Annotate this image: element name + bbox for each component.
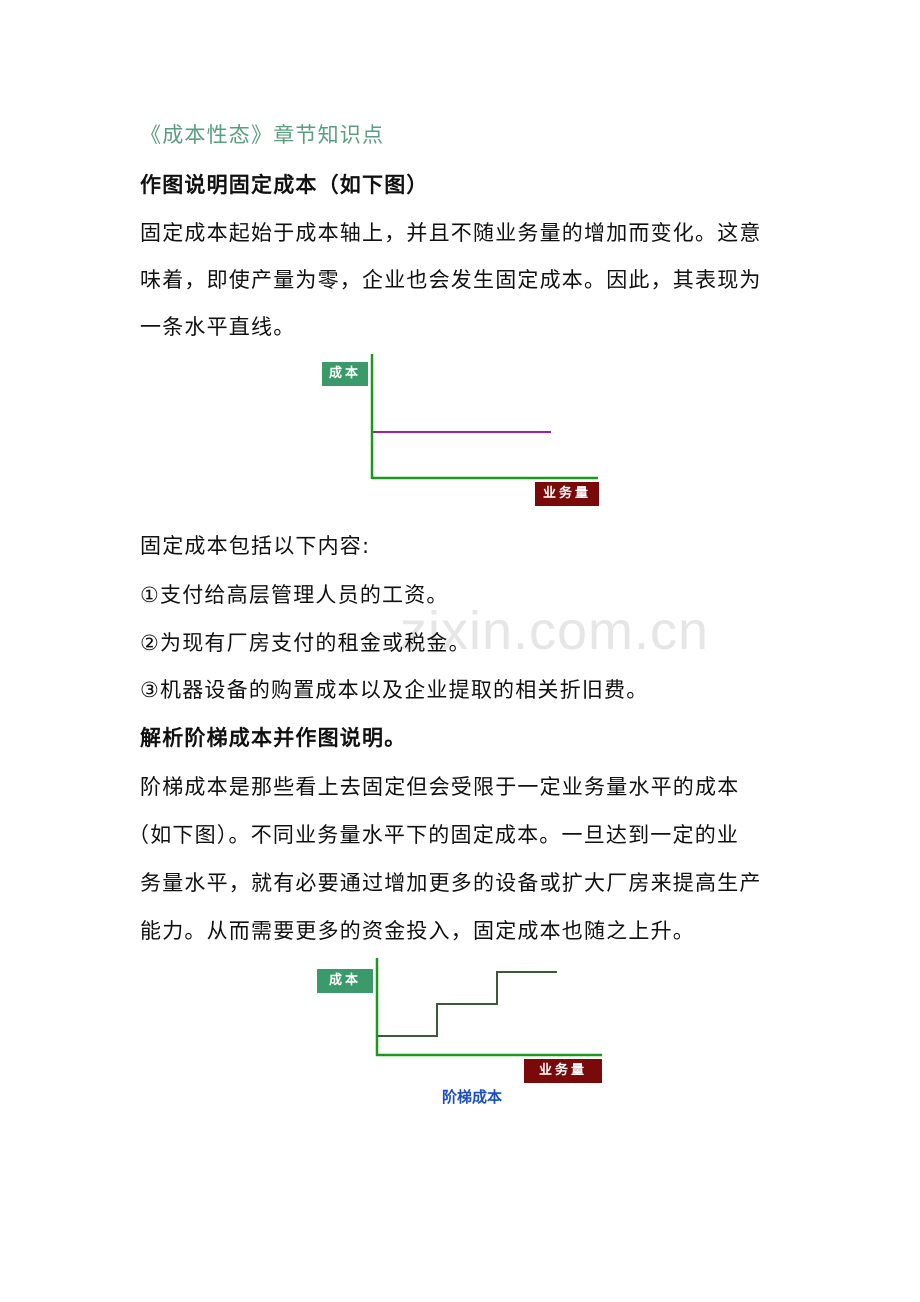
paragraph-line: 能力。从而需要更多的资金投入，固定成本也随之上升。	[140, 919, 695, 943]
y-axis-label: 成本	[322, 362, 368, 386]
x-axis-label: 业务量	[524, 1059, 602, 1083]
x-axis-label: 业务量	[535, 482, 599, 506]
paragraph-line: （如下图）。不同业务量水平下的固定成本。一旦达到一定的业	[128, 823, 740, 847]
fixed-cost-diagram: 成本 业务量	[318, 354, 608, 514]
list-item: ③机器设备的购置成本以及企业提取的相关折旧费。	[140, 678, 649, 702]
step-cost-diagram: 成本 业务量 阶梯成本	[314, 958, 614, 1118]
paragraph-line: 一条水平直线。	[140, 315, 296, 339]
y-axis-label: 成本	[317, 969, 373, 993]
paragraph-line: 固定成本起始于成本轴上，并且不随业务量的增加而变化。这意	[140, 221, 762, 245]
paragraph-line: 阶梯成本是那些看上去固定但会受限于一定业务量水平的成本	[140, 775, 740, 799]
watermark: zixin.com.cn	[400, 601, 710, 661]
paragraph-line: 味着，即使产量为零，企业也会发生固定成本。因此，其表现为	[140, 268, 762, 292]
paragraph-line: 务量水平，就有必要通过增加更多的设备或扩大厂房来提高生产	[140, 871, 762, 895]
list-intro: 固定成本包括以下内容:	[140, 534, 371, 558]
section1-heading: 作图说明固定成本（如下图）	[140, 173, 429, 197]
list-item: ②为现有厂房支付的租金或税金。	[140, 631, 471, 655]
step-cost-line	[378, 971, 557, 1037]
section2-heading: 解析阶梯成本并作图说明。	[140, 726, 407, 750]
list-item: ①支付给高层管理人员的工资。	[140, 583, 449, 607]
doc-title: 《成本性态》章节知识点	[140, 123, 385, 147]
diagram-caption: 阶梯成本	[442, 1088, 503, 1106]
